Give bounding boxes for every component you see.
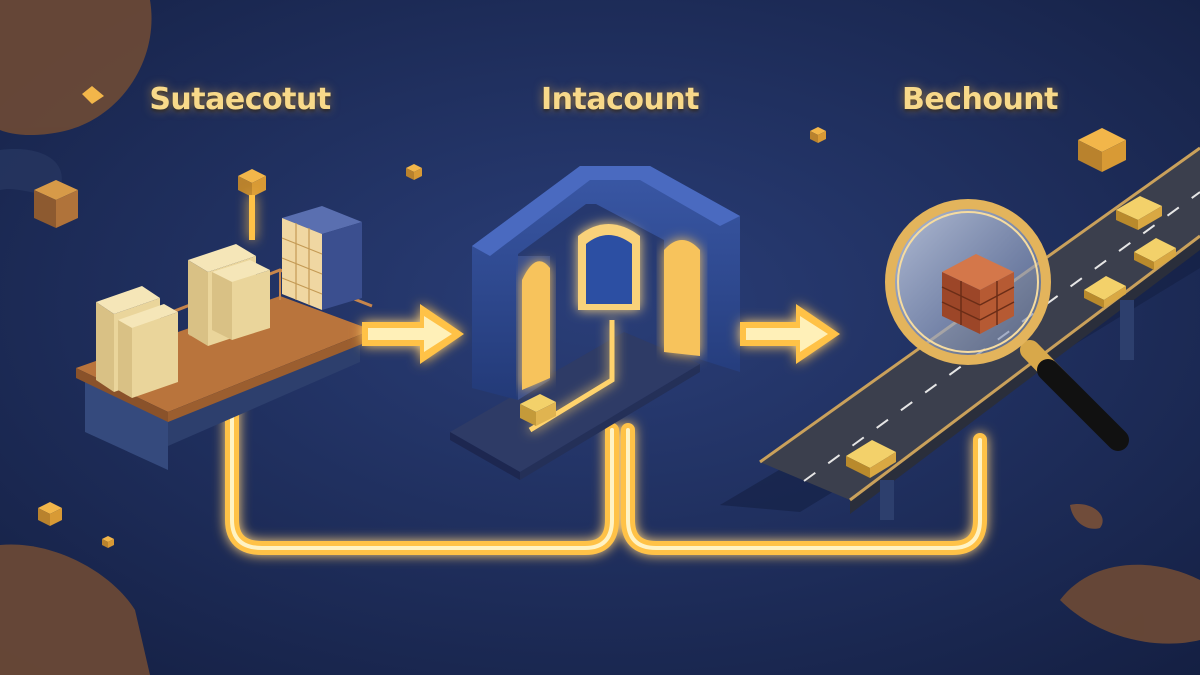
car-icon (1116, 196, 1162, 230)
floating-cubes (34, 86, 1126, 548)
car-icon (1084, 276, 1126, 308)
stage-label-intermediate: Intacount (540, 82, 700, 117)
magnifier-highway-icon (885, 199, 1129, 451)
gateway-arch-icon (450, 166, 740, 480)
brick-cube-icon (941, 254, 1015, 334)
stage-label-source: Sutaecotut (149, 82, 331, 117)
glow-pipes (225, 195, 987, 555)
car-icon (1134, 238, 1176, 270)
flow-arrow-2-icon (740, 304, 840, 364)
stage-label-backend: Bechount (901, 82, 1059, 117)
truck-icon (520, 394, 556, 426)
car-icon (846, 440, 896, 478)
document-stack-bridge-icon (76, 206, 380, 470)
flow-arrow-1-icon (362, 304, 464, 364)
